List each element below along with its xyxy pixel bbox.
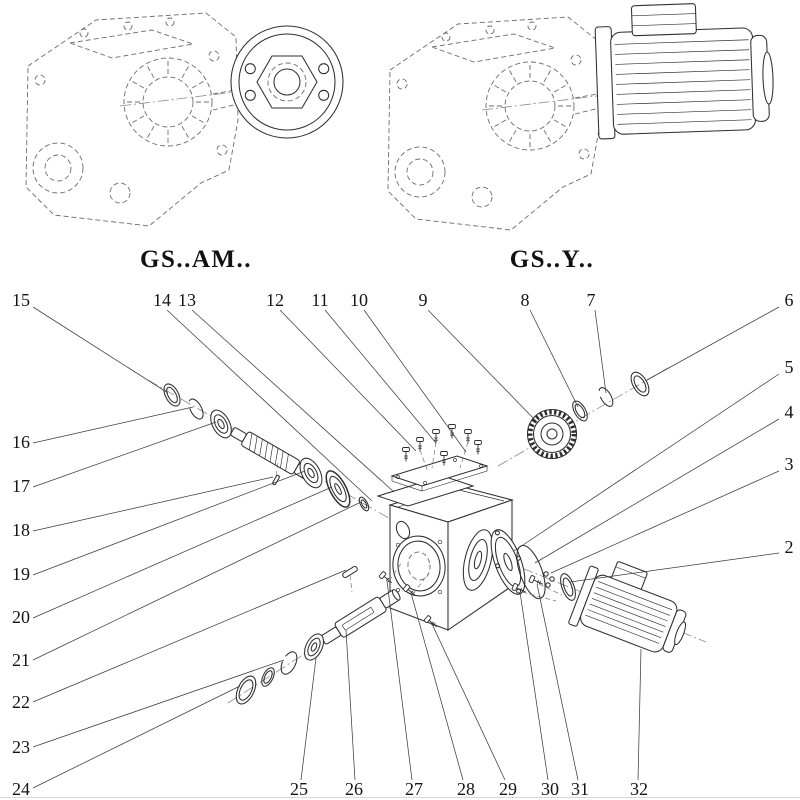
part-number-label-30: 30 xyxy=(541,779,559,799)
part-number-label-10: 10 xyxy=(350,290,368,310)
part-number-label-26: 26 xyxy=(345,779,363,799)
part-number-label-14: 14 xyxy=(153,290,171,310)
part-number-label-21: 21 xyxy=(12,650,30,670)
leader-line-part-23 xyxy=(32,659,285,748)
part-number-label-16: 16 xyxy=(12,432,30,452)
leader-line-part-12 xyxy=(279,309,417,452)
leader-line-part-20 xyxy=(32,486,333,619)
part-pin-18 xyxy=(272,474,280,486)
part-number-label-4: 4 xyxy=(785,402,794,422)
part-number-label-23: 23 xyxy=(12,737,30,757)
leader-line-part-16 xyxy=(32,406,194,444)
part-bearing-19 xyxy=(299,457,323,489)
leader-line-part-19 xyxy=(32,470,306,576)
part-washer-disc-20 xyxy=(325,470,351,508)
leader-line-part-13 xyxy=(191,309,395,493)
leader-line-part-28 xyxy=(410,592,464,781)
leader-line-part-2 xyxy=(569,552,780,583)
part-bolts-30-31 xyxy=(511,574,563,602)
part-number-label-27: 27 xyxy=(405,779,423,799)
leader-line-part-18 xyxy=(32,476,274,532)
leader-line-part-31 xyxy=(536,583,579,781)
gear-housing xyxy=(388,484,514,631)
leader-line-part-10 xyxy=(363,309,467,453)
leader-line-part-7 xyxy=(594,309,607,394)
leader-line-part-26 xyxy=(345,629,356,781)
part-number-label-6: 6 xyxy=(785,290,794,310)
part-number-label-29: 29 xyxy=(499,779,517,799)
part-number-label-31: 31 xyxy=(571,779,589,799)
leader-line-part-17 xyxy=(32,421,217,488)
part-washer-8 xyxy=(572,400,588,422)
part-circlip-23 xyxy=(280,651,298,675)
motor-drawing-gs-y xyxy=(594,3,774,140)
part-number-label-20: 20 xyxy=(12,607,30,627)
part-number-label-11: 11 xyxy=(311,290,328,310)
part-number-label-12: 12 xyxy=(266,290,284,310)
part-seal-washer-24 xyxy=(235,675,257,705)
part-oring-21 xyxy=(358,496,370,512)
variant-label-gs-y: GS..Y.. xyxy=(509,246,595,273)
key-projection-line xyxy=(349,574,353,593)
part-number-label-15: 15 xyxy=(12,290,30,310)
part-output-shaft xyxy=(320,589,401,645)
part-bearing-25 xyxy=(304,633,324,661)
housing-screws-27-28-29 xyxy=(378,561,440,630)
part-seal-2 xyxy=(560,573,576,601)
cover-screws xyxy=(402,424,482,473)
part-seal-ring-6 xyxy=(630,371,650,397)
part-seal-ring-15 xyxy=(163,383,181,407)
part-number-label-13: 13 xyxy=(178,290,196,310)
part-number-label-2: 2 xyxy=(785,537,794,557)
part-number-label-5: 5 xyxy=(785,357,794,377)
leader-line-part-22 xyxy=(32,569,347,703)
part-cover-plate xyxy=(390,455,489,492)
leader-line-part-29 xyxy=(431,623,506,781)
variant-label-gs-am: GS..AM.. xyxy=(140,246,252,273)
leader-line-part-9 xyxy=(427,309,539,424)
leader-line-part-8 xyxy=(529,309,579,408)
leader-line-part-24 xyxy=(32,685,241,789)
leader-line-part-32 xyxy=(637,648,642,781)
part-fasteners-3 xyxy=(543,571,555,588)
part-number-label-9: 9 xyxy=(419,290,428,310)
part-gear-9 xyxy=(526,408,578,460)
bottom-border-line xyxy=(0,797,800,798)
output-flange-drawing xyxy=(230,25,344,139)
part-ring-spacer xyxy=(261,667,275,687)
leader-line-part-6 xyxy=(646,306,780,381)
leader-line-part-3 xyxy=(550,470,780,574)
part-number-label-25: 25 xyxy=(290,779,308,799)
part-motor-32 xyxy=(568,561,687,653)
part-number-label-28: 28 xyxy=(457,779,475,799)
part-number-label-19: 19 xyxy=(12,564,30,584)
part-number-label-32: 32 xyxy=(630,779,648,799)
leader-line-part-15 xyxy=(32,306,169,394)
part-number-label-8: 8 xyxy=(521,290,530,310)
part-circlip-16 xyxy=(188,398,204,420)
leader-line-part-5 xyxy=(513,373,780,552)
leader-line-part-25 xyxy=(300,657,317,781)
leader-line-part-4 xyxy=(534,418,780,564)
leader-line-part-11 xyxy=(324,309,437,444)
leader-line-part-30 xyxy=(519,591,549,781)
leader-line-part-14 xyxy=(166,309,373,502)
part-circlip-7 xyxy=(598,387,614,407)
part-key-22 xyxy=(342,565,358,579)
part-number-label-18: 18 xyxy=(12,520,30,540)
pin-projection-line xyxy=(275,461,279,477)
leader-line-part-21 xyxy=(32,501,362,661)
part-number-label-22: 22 xyxy=(12,692,30,712)
part-number-label-7: 7 xyxy=(587,290,596,310)
part-number-label-24: 24 xyxy=(12,779,30,799)
part-number-label-3: 3 xyxy=(785,454,794,474)
part-bearing-17 xyxy=(210,409,232,439)
part-number-label-17: 17 xyxy=(12,476,30,496)
leader-line-part-27 xyxy=(386,580,413,781)
